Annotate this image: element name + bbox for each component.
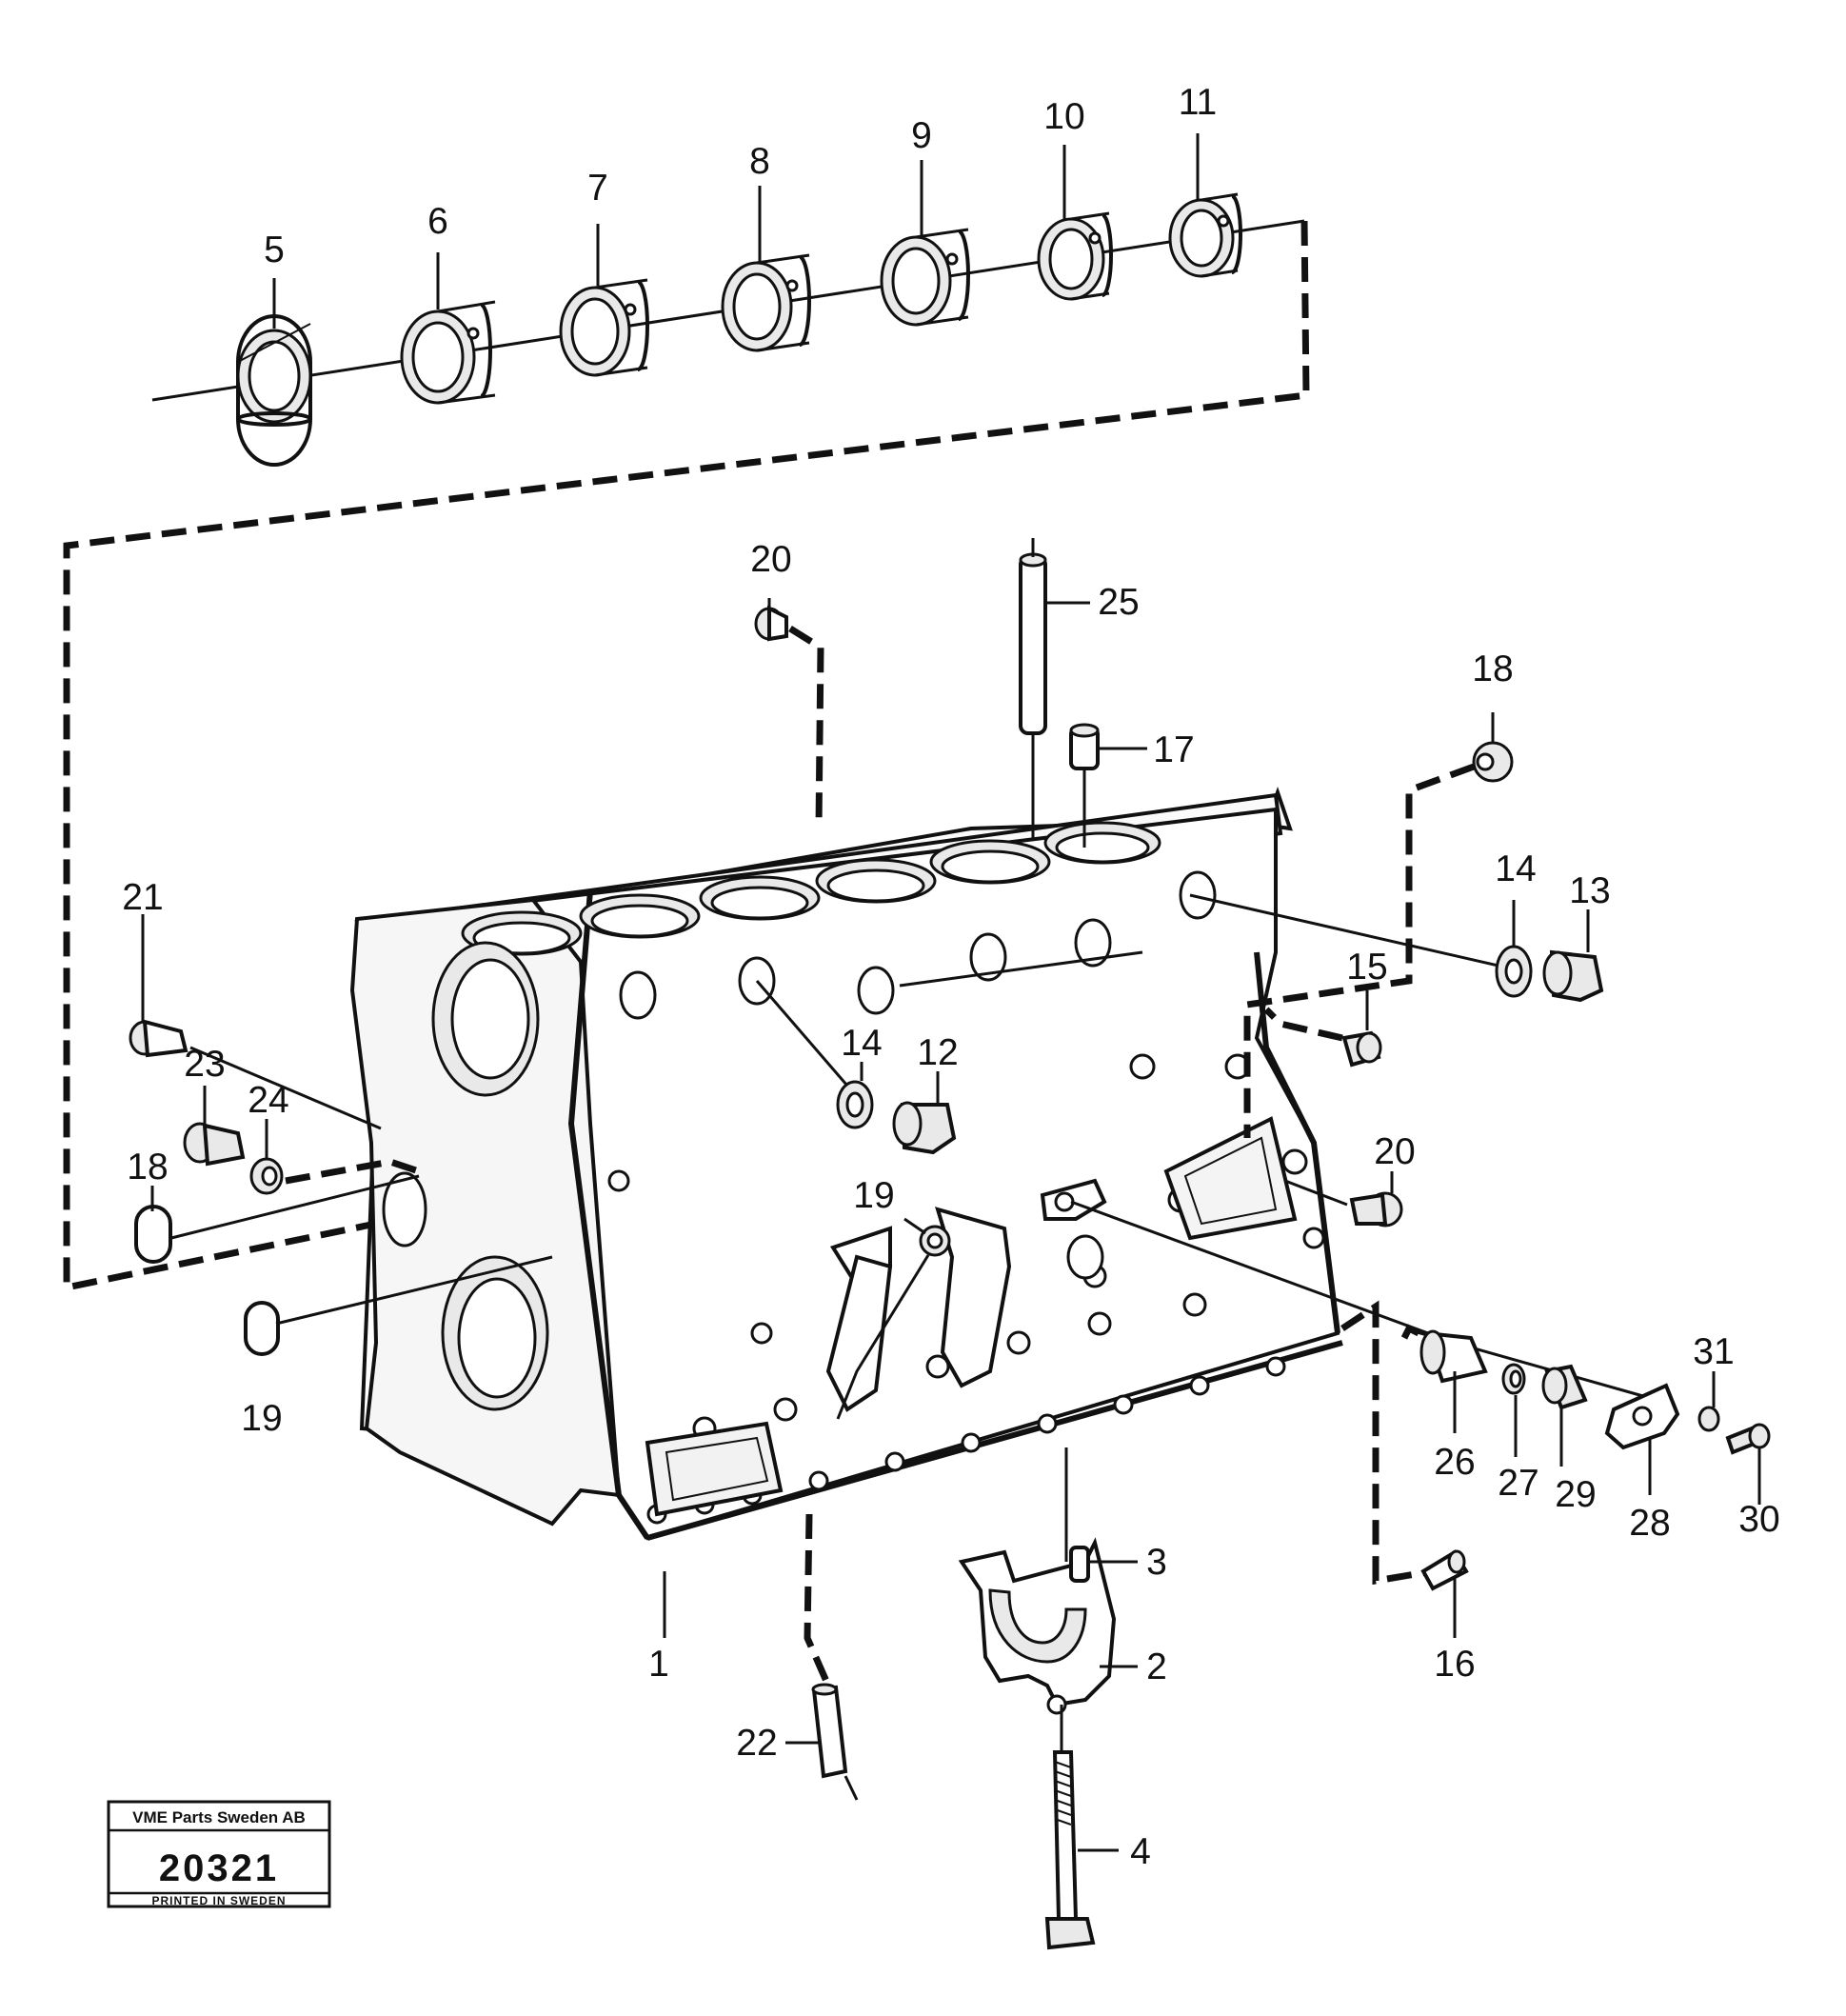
callout-6: 6 (427, 201, 448, 242)
stamp-company: VME Parts Sweden AB (132, 1808, 306, 1826)
callout-7: 7 (587, 168, 608, 209)
washer-31 (1697, 1371, 1720, 1432)
callout-21: 21 (122, 877, 163, 918)
callout-30: 30 (1738, 1499, 1779, 1540)
callout-18-left: 18 (127, 1147, 168, 1188)
callout-27: 27 (1498, 1463, 1538, 1504)
bolt-4 (1044, 1705, 1119, 1950)
callout-19-left: 19 (241, 1398, 282, 1439)
callout-13: 13 (1569, 870, 1610, 911)
callout-24: 24 (248, 1080, 288, 1121)
callout-2: 2 (1146, 1647, 1167, 1687)
plug-18-top (1243, 712, 1514, 1138)
bearing-bush-8 (721, 253, 811, 352)
callout-23: 23 (184, 1044, 225, 1085)
callout-4: 4 (1130, 1831, 1151, 1872)
pin-22 (785, 1513, 859, 1801)
callout-3: 3 (1146, 1542, 1167, 1583)
callout-1: 1 (648, 1644, 669, 1685)
callout-19-middle: 19 (853, 1175, 894, 1216)
bearing-bush-9 (880, 228, 970, 327)
callout-14-middle: 14 (841, 1023, 882, 1064)
stamp-printed: PRINTED IN SWEDEN (151, 1894, 286, 1907)
callout-14-right: 14 (1495, 848, 1536, 889)
plug-12 (755, 950, 1143, 1155)
plug-19-middle (836, 1217, 951, 1420)
ring-27 (1501, 1363, 1526, 1457)
dowel-3 (1069, 1546, 1138, 1583)
washer-24 (249, 1119, 421, 1195)
callout-18-top: 18 (1472, 649, 1513, 689)
callout-29: 29 (1555, 1474, 1596, 1515)
callout-15: 15 (1346, 947, 1387, 988)
callout-17: 17 (1153, 729, 1194, 770)
plug-20-right (1284, 1171, 1403, 1228)
bearing-bush-10 (1037, 211, 1113, 301)
callout-20-top: 20 (750, 539, 791, 580)
pin-16 (1420, 1549, 1469, 1638)
callout-10: 10 (1043, 96, 1084, 137)
callout-11: 11 (1179, 82, 1218, 123)
bearing-bush-7 (559, 278, 649, 377)
callout-22: 22 (736, 1723, 777, 1764)
bearing-bush-5 (236, 314, 312, 467)
callout-8: 8 (749, 141, 770, 182)
callout-25: 25 (1098, 582, 1139, 623)
sleeve-17 (1069, 723, 1147, 848)
sleeve-26 (1419, 1329, 1488, 1433)
callout-12: 12 (917, 1032, 958, 1073)
small-parts (129, 538, 1771, 1950)
callout-20-right: 20 (1374, 1131, 1415, 1172)
nipple-29 (1541, 1364, 1588, 1467)
callout-16: 16 (1434, 1644, 1475, 1685)
plug-21 (129, 914, 382, 1130)
screw-30 (1725, 1423, 1771, 1505)
flange-28 (1604, 1383, 1680, 1495)
callout-labels: 5 6 7 8 9 10 11 20 25 17 18 21 14 13 15 … (122, 82, 1779, 1872)
plug-15 (1263, 990, 1382, 1068)
bearing-bush-6 (400, 300, 496, 405)
callout-26: 26 (1434, 1442, 1475, 1483)
cylinder-block (349, 786, 1343, 1541)
callout-9: 9 (911, 115, 932, 156)
bearing-cap-2 (958, 1447, 1138, 1715)
callout-31: 31 (1693, 1331, 1734, 1372)
bearing-bush-row (63, 133, 1310, 1292)
plug-18-left (134, 1174, 420, 1264)
callout-28: 28 (1629, 1503, 1670, 1544)
publisher-stamp: VME Parts Sweden AB 20321 PRINTED IN SWE… (107, 1800, 331, 1908)
plug-13 (1189, 893, 1604, 1003)
bearing-bush-11 (1168, 192, 1242, 278)
plug-19-left (244, 1255, 553, 1356)
tube-25 (1019, 538, 1090, 838)
plug-23 (183, 1086, 246, 1167)
callout-5: 5 (264, 230, 285, 270)
plug-20-top (754, 598, 824, 829)
stamp-number: 20321 (159, 1847, 279, 1889)
